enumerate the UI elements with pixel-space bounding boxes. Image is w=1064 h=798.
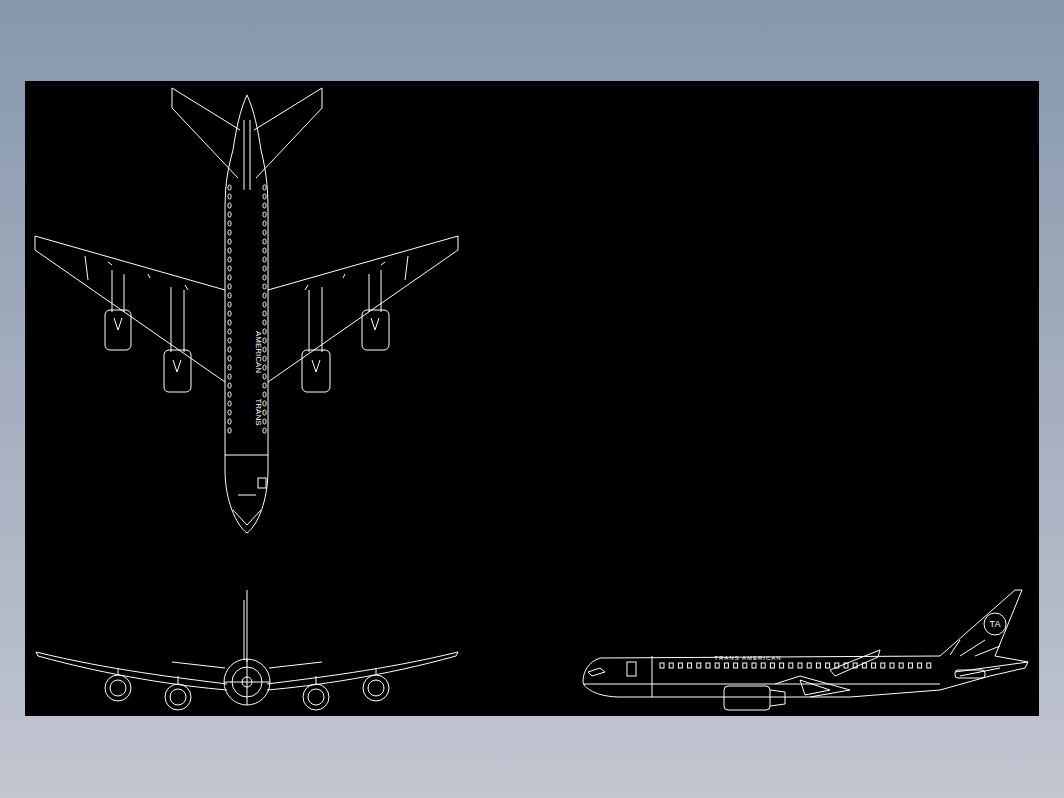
window (263, 185, 266, 190)
window (263, 419, 266, 424)
window (263, 293, 266, 298)
window (688, 663, 692, 668)
window (228, 302, 231, 307)
window (263, 311, 266, 316)
window (844, 663, 848, 668)
side-view (583, 590, 1028, 710)
window (697, 663, 701, 668)
window (734, 663, 738, 668)
window (263, 320, 266, 325)
window (228, 221, 231, 226)
window (770, 663, 774, 668)
window (724, 663, 728, 668)
window (228, 275, 231, 280)
window (228, 419, 231, 424)
window (228, 374, 231, 379)
window (228, 383, 231, 388)
fuselage-lettering: AMERICAN (254, 331, 262, 373)
window (228, 392, 231, 397)
window (263, 239, 266, 244)
window (816, 663, 820, 668)
window (263, 383, 266, 388)
window (228, 284, 231, 289)
window (228, 428, 231, 433)
drawing-ground (25, 81, 1039, 716)
window (706, 663, 710, 668)
window (263, 329, 266, 334)
front-view (36, 590, 458, 710)
window (743, 663, 747, 668)
window (228, 401, 231, 406)
window (228, 203, 231, 208)
window (263, 275, 266, 280)
window (228, 347, 231, 352)
window (263, 347, 266, 352)
window (228, 365, 231, 370)
window (228, 338, 231, 343)
window (228, 194, 231, 199)
window (678, 663, 682, 668)
window (228, 293, 231, 298)
window (263, 230, 266, 235)
fuselage-lettering: TRANS AMERICAN (714, 655, 781, 661)
window (263, 338, 266, 343)
window (228, 410, 231, 415)
window (908, 663, 912, 668)
window (263, 194, 266, 199)
window (228, 239, 231, 244)
window (263, 248, 266, 253)
window (263, 203, 266, 208)
window (228, 248, 231, 253)
window (835, 663, 839, 668)
window (660, 663, 664, 668)
window (263, 221, 266, 226)
window (263, 266, 266, 271)
window (881, 663, 885, 668)
window (228, 257, 231, 262)
window (263, 302, 266, 307)
window (890, 663, 894, 668)
fuselage-lettering: TRANS (254, 398, 262, 425)
window (715, 663, 719, 668)
window (228, 230, 231, 235)
window (872, 663, 876, 668)
window (263, 410, 266, 415)
window (228, 329, 231, 334)
window (789, 663, 793, 668)
tail-logo: TA (990, 620, 1001, 629)
window (228, 320, 231, 325)
window (263, 257, 266, 262)
window (263, 392, 266, 397)
top-view (35, 88, 458, 533)
window (807, 663, 811, 668)
window (228, 311, 231, 316)
window (918, 663, 922, 668)
window (263, 401, 266, 406)
window (228, 185, 231, 190)
window (927, 663, 931, 668)
window (228, 266, 231, 271)
window (780, 663, 784, 668)
window (263, 374, 266, 379)
window (263, 212, 266, 217)
window (669, 663, 673, 668)
window (263, 356, 266, 361)
window (752, 663, 756, 668)
window (862, 663, 866, 668)
window (853, 663, 857, 668)
window (899, 663, 903, 668)
window (761, 663, 765, 668)
window (798, 663, 802, 668)
window (228, 356, 231, 361)
window (263, 365, 266, 370)
window (826, 663, 830, 668)
window (263, 428, 266, 433)
window (263, 284, 266, 289)
window (228, 212, 231, 217)
